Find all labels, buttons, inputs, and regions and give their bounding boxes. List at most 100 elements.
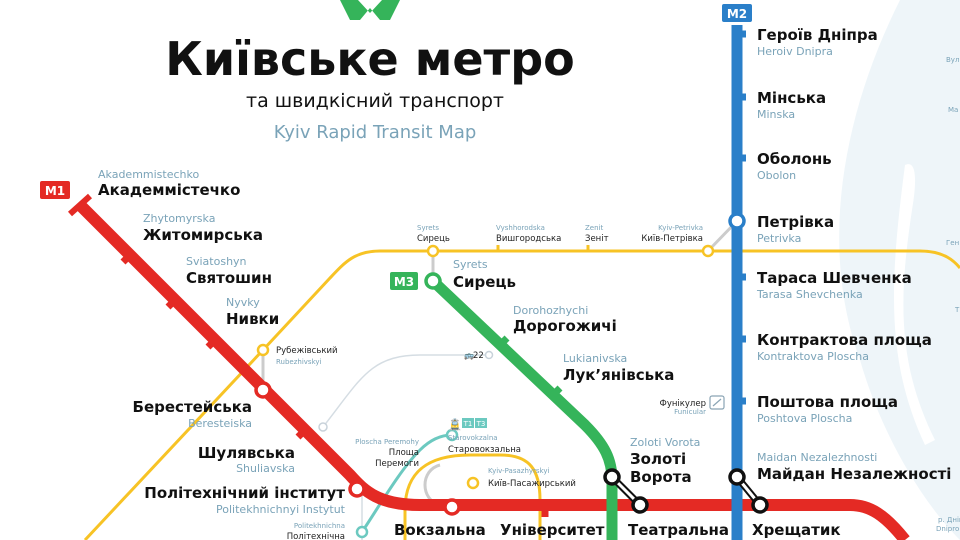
svg-text:Житомирська: Житомирська (143, 226, 263, 244)
edge-labels: Вул Ма Ген Т р. Дніпро Dnipro River (936, 56, 960, 533)
station-syrets-rail[interactable] (426, 244, 440, 258)
m3-badge-label: M3 (394, 275, 414, 289)
svg-text:Vyshhorodska: Vyshhorodska (496, 224, 545, 232)
m1-badge-label: M1 (45, 184, 65, 198)
m3-labels: Syrets Сирець Dorohozhychi Дорогожичі Lu… (453, 258, 700, 486)
svg-text:Хрещатик: Хрещатик (752, 521, 841, 539)
city-rail-line (83, 249, 960, 540)
svg-text:Starovokzalna: Starovokzalna (448, 434, 498, 442)
station-syrets-m3[interactable] (424, 272, 442, 290)
m1-terminus (67, 193, 93, 217)
svg-text:Tarasa Shevchenka: Tarasa Shevchenka (756, 288, 863, 301)
svg-text:Ген: Ген (946, 239, 959, 247)
funicular-label-latin: Funicular (674, 408, 706, 416)
svg-text:Вишгородська: Вишгородська (496, 234, 561, 244)
city-rail-labels: Syrets Сирець Vyshhorodska Вишгородська … (276, 224, 703, 489)
svg-text:Dorohozhychi: Dorohozhychi (513, 304, 588, 317)
station-politekhnichnyi-instytut[interactable] (348, 480, 366, 498)
svg-text:Перемоги: Перемоги (375, 459, 419, 469)
svg-text:р. Дніпро: р. Дніпро (938, 516, 960, 524)
station-starovokzalna[interactable] (445, 428, 459, 442)
svg-text:Святошин: Святошин (186, 269, 272, 287)
svg-text:Контрактова площа: Контрактова площа (757, 331, 932, 349)
svg-text:Kyiv-Petrivka: Kyiv-Petrivka (658, 224, 703, 232)
svg-text:Rubezhivskyi: Rubezhivskyi (276, 358, 322, 366)
svg-text:Дорогожичі: Дорогожичі (513, 317, 617, 335)
station-zoloti-vorota[interactable] (603, 468, 621, 486)
page-subtitle-en: Kyiv Rapid Transit Map (274, 122, 477, 143)
svg-text:Шулявська: Шулявська (198, 444, 295, 462)
svg-text:Politekhnichnyi Instytut: Politekhnichnyi Instytut (216, 503, 346, 516)
m3-badge (390, 272, 418, 290)
svg-text:Університет: Університет (500, 521, 605, 539)
svg-text:Площа: Площа (389, 448, 419, 458)
svg-text:Майдан Незалежності: Майдан Незалежності (757, 465, 951, 483)
river-island (893, 164, 935, 445)
svg-text:Politekhnichna: Politekhnichna (294, 522, 345, 530)
m1-labels: Akademmistechko Академмістечко Zhytomyrs… (98, 168, 841, 539)
svg-text:Heroiv Dnipra: Heroiv Dnipra (757, 45, 833, 58)
bus-stop-marker[interactable] (318, 422, 328, 432)
svg-text:Nyvky: Nyvky (226, 296, 260, 309)
svg-text:Beresteiska: Beresteiska (188, 417, 252, 430)
svg-text:Sviatoshyn: Sviatoshyn (186, 255, 247, 268)
svg-text:Syrets: Syrets (453, 258, 488, 271)
svg-text:Академмістечко: Академмістечко (98, 181, 240, 199)
svg-text:Syrets: Syrets (417, 224, 439, 232)
svg-text:Сирець: Сирець (453, 273, 516, 291)
svg-text:Ворота: Ворота (630, 468, 692, 486)
svg-text:Kontraktova Ploscha: Kontraktova Ploscha (757, 350, 869, 363)
svg-text:Петрівка: Петрівка (757, 213, 834, 231)
svg-text:Лук’янівська: Лук’янівська (563, 366, 674, 384)
station-kyiv-petrivka[interactable] (701, 244, 715, 258)
station-teatralna[interactable] (631, 496, 649, 514)
svg-text:Вокзальна: Вокзальна (394, 521, 486, 539)
page-title: Київське метро (165, 32, 575, 86)
metro-logo (340, 0, 400, 20)
svg-text:Akademmistechko: Akademmistechko (98, 168, 199, 181)
m2-badge (722, 4, 752, 22)
svg-text:Київ-Петрівка: Київ-Петрівка (641, 234, 703, 244)
station-rubezhivskyi[interactable] (256, 343, 270, 357)
svg-text:Політехнічна: Політехнічна (287, 532, 345, 540)
station-vokzalna[interactable] (443, 498, 461, 516)
svg-text:Театральна: Театральна (628, 521, 729, 539)
station-petrivka[interactable] (728, 212, 746, 230)
m2-badge-label: M2 (727, 7, 747, 21)
svg-text:Нивки: Нивки (226, 310, 279, 328)
bus-icon: 🚌 (464, 351, 474, 360)
tram-line (360, 433, 453, 533)
svg-text:Petrivka: Petrivka (757, 232, 801, 245)
station-khreshchatyk[interactable] (751, 496, 769, 514)
svg-text:Берестейська: Берестейська (133, 398, 252, 416)
bus-route-number: 22 (473, 351, 484, 361)
m3-station-ticks (497, 335, 563, 398)
svg-text:Поштова площа: Поштова площа (757, 393, 898, 411)
svg-text:Вул: Вул (946, 56, 959, 64)
station-maidan[interactable] (728, 468, 746, 486)
svg-text:Zenit: Zenit (585, 224, 603, 232)
svg-text:Zoloti Vorota: Zoloti Vorota (630, 436, 700, 449)
svg-text:Героїв Дніпра: Героїв Дніпра (757, 26, 878, 44)
station-politekhnichna[interactable] (355, 525, 369, 539)
svg-text:Тараса Шевченка: Тараса Шевченка (757, 269, 912, 287)
svg-text:Сирець: Сирець (417, 234, 450, 244)
svg-text:Київ-Пасажирський: Київ-Пасажирський (488, 479, 576, 489)
svg-text:Політехнічний інститут: Політехнічний інститут (144, 484, 345, 502)
station-kyiv-pasazhyrskyi[interactable] (466, 476, 480, 490)
svg-text:Золоті: Золоті (630, 450, 686, 468)
m2-station-ticks (737, 30, 746, 405)
m1-station-ticks (120, 252, 549, 517)
svg-text:Оболонь: Оболонь (757, 150, 832, 168)
svg-text:Lukianivska: Lukianivska (563, 352, 627, 365)
tram-badge-t1 (462, 418, 474, 428)
svg-text:Poshtova Ploscha: Poshtova Ploscha (757, 412, 852, 425)
tram-labels: Ploscha Peremohy Площа Перемоги Starovok… (287, 434, 521, 540)
svg-text:Мінська: Мінська (757, 89, 826, 107)
station-beresteiska[interactable] (254, 381, 272, 399)
svg-text:Т: Т (954, 306, 960, 314)
svg-text:Зеніт: Зеніт (585, 234, 609, 244)
bus-stop-marker[interactable] (484, 350, 494, 360)
tram-icon: 🚊 (448, 418, 462, 431)
